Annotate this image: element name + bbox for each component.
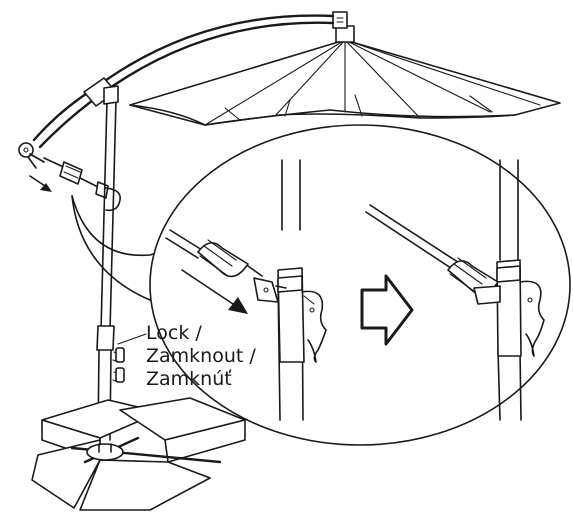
label-leader-line xyxy=(117,333,147,345)
crank-assembly-small xyxy=(43,157,122,212)
motion-arrow-small-icon xyxy=(29,175,52,192)
parasol-pole xyxy=(96,85,125,441)
lock-callout-line-1: Lock / xyxy=(146,322,202,344)
parasol-canopy xyxy=(129,11,561,126)
magnified-detail xyxy=(149,124,571,446)
lock-callout-line-2: Zamknout / xyxy=(146,345,256,367)
lock-callout: Lock / Zamknout / Zamknúť xyxy=(146,322,256,391)
parasol-base xyxy=(31,397,246,511)
outlined-right-arrow-icon xyxy=(360,274,414,346)
motion-arrow-icon xyxy=(181,269,248,314)
detail-locked xyxy=(365,159,545,421)
parasol-arm xyxy=(18,14,335,169)
lock-callout-line-3: Zamknúť xyxy=(146,368,232,390)
detail-unlocked xyxy=(165,159,327,421)
